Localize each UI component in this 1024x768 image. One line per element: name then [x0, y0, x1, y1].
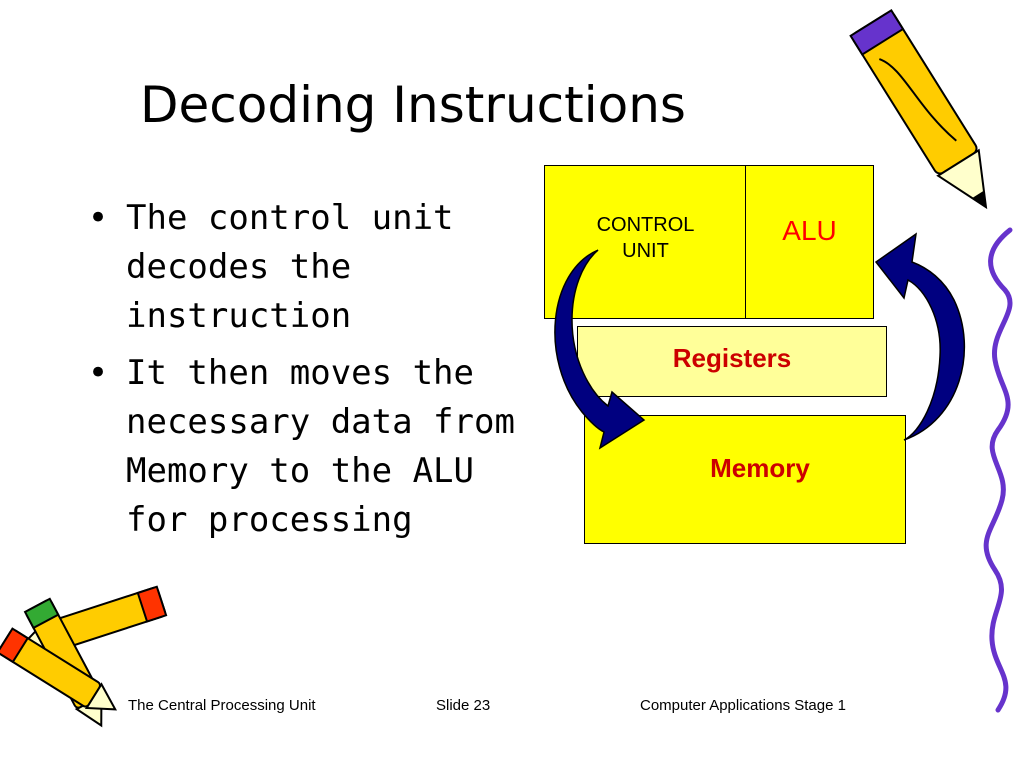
alu-label: ALU	[782, 215, 837, 246]
control-unit-box: CONTROL UNIT	[544, 165, 747, 319]
footer-course-name: Computer Applications Stage 1	[640, 697, 846, 714]
pencils-icon	[0, 585, 168, 728]
bullet-item: • It then moves the necessary data from M…	[86, 349, 526, 545]
control-unit-label-line2: UNIT	[622, 240, 669, 262]
memory-label: Memory	[710, 453, 810, 483]
bullet-list: • The control unit decodes the instructio…	[86, 194, 526, 553]
registers-box: Registers	[577, 326, 887, 397]
wavy-line-decoration	[983, 227, 1013, 713]
bullet-dot: •	[88, 198, 109, 238]
pencil-icon	[849, 8, 988, 210]
bullet-text-2: It then moves the necessary data from Me…	[126, 353, 515, 540]
footer-presentation-title: The Central Processing Unit	[128, 697, 316, 714]
curly-arrow-icon	[554, 249, 646, 450]
alu-box: ALU	[745, 165, 874, 319]
bullet-item: • The control unit decodes the instructio…	[86, 194, 526, 341]
footer-slide-number: Slide 23	[436, 697, 491, 714]
curly-arrow-icon	[874, 232, 966, 441]
slide-title: Decoding Instructions	[140, 76, 686, 134]
bullet-dot: •	[88, 353, 109, 393]
bullet-text-1: The control unit decodes the instruction	[126, 198, 454, 336]
memory-box: Memory	[584, 415, 906, 544]
registers-label: Registers	[672, 343, 792, 373]
control-unit-label-line1: CONTROL	[596, 214, 695, 236]
